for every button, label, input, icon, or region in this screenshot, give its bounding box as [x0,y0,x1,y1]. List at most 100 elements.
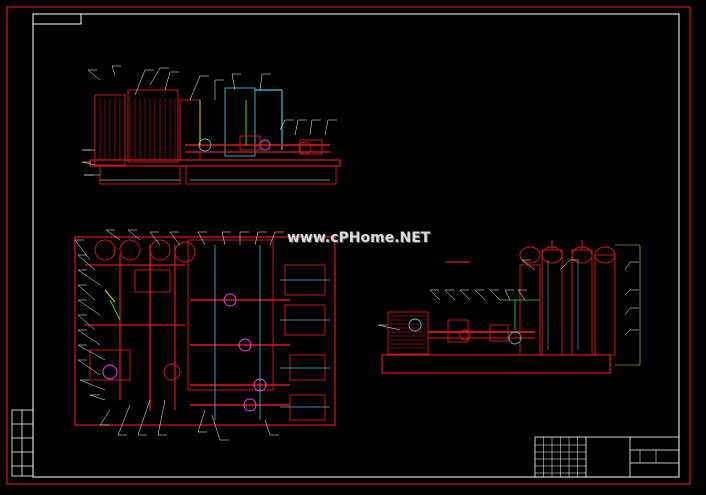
drawing-line [624,329,631,336]
drawing-line [99,409,111,426]
drawing-circle [223,293,237,307]
drawing-line [444,289,456,301]
drawing-line [324,119,329,136]
drawing-rect [571,249,593,356]
drawing-rect [541,249,563,356]
drawing-line [77,359,101,376]
drawing-line [459,289,471,301]
drawing-circle [508,331,522,345]
drawing-rect [519,264,541,356]
drawing-line [77,314,96,331]
title-block-grid [535,437,657,477]
drawing-line [169,231,181,246]
drawing-line [127,229,141,241]
drawing-line [117,404,131,436]
drawing-rect [299,139,323,155]
drawing-line [221,231,226,246]
drawing-rect [134,269,171,293]
drawing-line [104,289,116,303]
tank-dome [519,246,541,264]
drawing-line [264,419,271,436]
drawing-circle [102,364,118,380]
drawing-line [77,344,106,361]
drawing-line [137,399,151,436]
drawing-line [259,73,263,91]
drawing-line [111,65,116,76]
front-elevation-view [81,65,341,185]
drawing-line [559,259,571,271]
drawing-rect [127,89,179,163]
drawing-line [624,307,631,316]
side-elevation-view [377,240,641,374]
drawing-line [149,67,161,86]
drawing-line [189,75,201,101]
drawing-rect [387,311,429,355]
drawing-line [109,299,121,321]
drawing-line [197,409,206,433]
drawing-outer-border [6,6,691,485]
drawing-circle [163,363,181,381]
plan-view [74,229,336,441]
drawing-circle [174,241,196,263]
drawing-inner-border [32,13,680,478]
drawing-rect [381,354,611,374]
drawing-rect [489,324,509,342]
drawing-line [74,239,91,261]
drawing-rect [239,135,261,151]
drawing-rect [99,165,181,185]
tank-dome [594,246,616,264]
drawing-circle [243,398,257,412]
drawing-line [89,394,106,401]
drawing-line [377,324,401,331]
drawing-line [157,399,166,436]
drawing-line [269,231,276,246]
drawing-rect [74,236,336,426]
drawing-line [105,229,121,241]
drawing-line [231,73,236,91]
drawing-rect [447,319,469,343]
drawing-line [254,231,259,246]
drawing-line [624,261,631,271]
drawing-line [474,289,486,301]
drawing-line [77,284,96,301]
drawing-rect [179,99,201,161]
drawing-line [149,231,161,246]
drawing-line [521,259,536,271]
drawing-rect [289,354,326,381]
drawing-line [429,289,441,301]
drawing-line [624,289,631,296]
drawing-line [77,329,101,346]
drawing-line [77,269,101,286]
drawing-rect [185,165,337,185]
drawing-circle [94,239,116,261]
drawing-line [79,379,106,391]
drawing-line [517,289,526,301]
drawing-line [77,299,101,316]
site-watermark: www.cPHome.NET [287,230,431,246]
drawing-circle [119,239,141,261]
title-block [534,436,680,478]
drawing-line [87,69,101,81]
drawing-line [279,119,286,131]
drawing-line [197,231,206,246]
drawing-circle [198,138,212,152]
drawing-line [134,69,146,96]
drawing-line [81,161,96,166]
drawing-line [164,71,171,91]
drawing-rect [89,349,131,381]
drawing-rect [89,159,341,167]
drawing-rect [594,254,616,356]
drawing-line [489,289,501,301]
drawing-circle [408,318,422,332]
drawing-line [504,289,511,301]
drawing-rect [187,239,274,391]
drawing-rect [289,394,326,421]
drawing-line [211,414,221,441]
drawing-number-box [32,13,82,25]
drawing-rect [224,87,256,157]
left-revision-strip [11,409,34,477]
drawing-circle [149,239,171,261]
drawing-circle [238,338,252,352]
drawing-circle [459,329,471,341]
